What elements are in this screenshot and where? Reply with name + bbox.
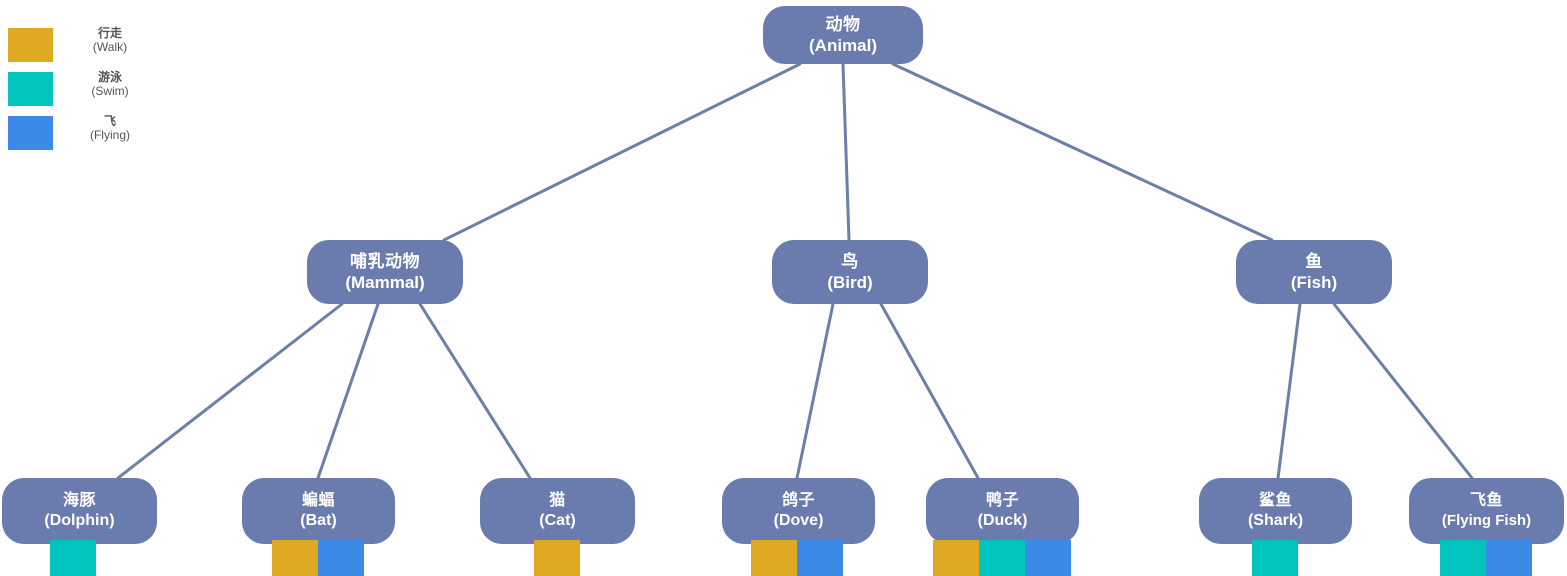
legend-item-walk: 行走(Walk) xyxy=(8,26,198,72)
node-bat[interactable]: 蝙蝠 (Bat) xyxy=(242,478,395,544)
edge-bird-to-dove xyxy=(795,302,835,480)
legend-item-flying: 飞(Flying) xyxy=(8,114,198,160)
node-label-en: (Duck) xyxy=(977,512,1028,529)
legend-label-cn: 飞 xyxy=(103,114,116,128)
edge-mammal-to-cat xyxy=(418,302,532,480)
attr-bar-dolphin xyxy=(50,540,96,576)
legend-label-en: (Walk) xyxy=(92,40,128,55)
attr-square-walk xyxy=(272,540,318,576)
node-shark[interactable]: 鲨鱼 (Shark) xyxy=(1199,478,1352,544)
node-label-cn: 鸭子 xyxy=(985,491,1019,509)
edge-root-to-fish xyxy=(891,62,1274,242)
node-label-cn: 猫 xyxy=(549,491,566,509)
node-fish[interactable]: 鱼 (Fish) xyxy=(1236,240,1392,304)
node-dolphin[interactable]: 海豚 (Dolphin) xyxy=(2,478,157,544)
attr-bar-cat xyxy=(534,540,580,576)
edge-mammal-to-bat xyxy=(316,302,380,480)
node-label-cn: 动物 xyxy=(825,14,861,34)
attr-bar-shark xyxy=(1252,540,1298,576)
attr-square-swim xyxy=(1440,540,1486,576)
node-label-cn: 鲨鱼 xyxy=(1258,491,1292,509)
edge-bird-to-duck xyxy=(879,302,980,480)
node-label-en: (Dolphin) xyxy=(44,512,115,529)
node-label-en: (Shark) xyxy=(1247,512,1304,529)
node-label-en: (Fish) xyxy=(1290,273,1338,292)
attr-square-flying xyxy=(318,540,364,576)
attr-bar-duck xyxy=(933,540,1071,576)
attr-bar-dove xyxy=(751,540,843,576)
legend-label-en: (Swim) xyxy=(91,84,129,99)
legend-label-walk: 行走(Walk) xyxy=(60,26,160,54)
node-label-en: (Animal) xyxy=(809,36,877,55)
node-label-cn: 飞鱼 xyxy=(1469,492,1503,510)
attr-square-walk xyxy=(534,540,580,576)
node-mammal[interactable]: 哺乳动物 (Mammal) xyxy=(307,240,463,304)
node-duck[interactable]: 鸭子 (Duck) xyxy=(926,478,1079,544)
node-label-cn: 哺乳动物 xyxy=(350,251,420,271)
edge-fish-to-shark xyxy=(1276,302,1302,480)
node-label-cn: 蝙蝠 xyxy=(301,491,335,509)
edge-mammal-to-dolphin xyxy=(116,302,344,480)
legend-label-cn: 游泳 xyxy=(97,70,122,84)
legend-label-flying: 飞(Flying) xyxy=(60,114,160,142)
node-label-cn: 鸽子 xyxy=(781,491,815,509)
legend-label-swim: 游泳(Swim) xyxy=(60,70,160,98)
attr-square-walk xyxy=(751,540,797,576)
node-label-cn: 海豚 xyxy=(62,491,96,509)
node-label-cn: 鸟 xyxy=(841,251,859,271)
attr-square-swim xyxy=(1252,540,1298,576)
edge-root-to-bird xyxy=(841,62,851,242)
node-label-cn: 鱼 xyxy=(1305,251,1323,271)
attr-square-swim xyxy=(979,540,1025,576)
legend-swatch-flying xyxy=(8,116,53,150)
attr-bar-bat xyxy=(272,540,364,576)
attr-bar-flying-fish xyxy=(1440,540,1532,576)
node-cat[interactable]: 猫 (Cat) xyxy=(480,478,635,544)
attr-square-flying xyxy=(1025,540,1071,576)
attr-square-flying xyxy=(1486,540,1532,576)
attr-square-swim xyxy=(50,540,96,576)
legend-item-swim: 游泳(Swim) xyxy=(8,70,198,116)
node-label-en: (Cat) xyxy=(539,512,576,529)
edge-root-to-mammal xyxy=(442,62,802,242)
node-label-en: (Mammal) xyxy=(345,273,425,292)
node-label-en: (Dove) xyxy=(773,512,824,529)
node-label-en: (Flying Fish) xyxy=(1441,511,1532,529)
attr-square-walk xyxy=(933,540,979,576)
node-flying-fish[interactable]: 飞鱼(Flying Fish) xyxy=(1409,478,1564,544)
node-animal[interactable]: 动物 (Animal) xyxy=(763,6,923,64)
edge-fish-to-flying-fish xyxy=(1332,302,1474,480)
node-label-en: (Bird) xyxy=(827,273,873,292)
attr-square-flying xyxy=(797,540,843,576)
legend: 行走(Walk) 游泳(Swim) 飞(Flying) xyxy=(8,26,198,160)
node-label-en: (Bat) xyxy=(300,512,337,529)
legend-label-en: (Flying) xyxy=(89,128,130,143)
node-dove[interactable]: 鸽子 (Dove) xyxy=(722,478,875,544)
legend-swatch-swim xyxy=(8,72,53,106)
legend-label-cn: 行走 xyxy=(97,26,122,40)
node-bird[interactable]: 鸟 (Bird) xyxy=(772,240,928,304)
legend-swatch-walk xyxy=(8,28,53,62)
